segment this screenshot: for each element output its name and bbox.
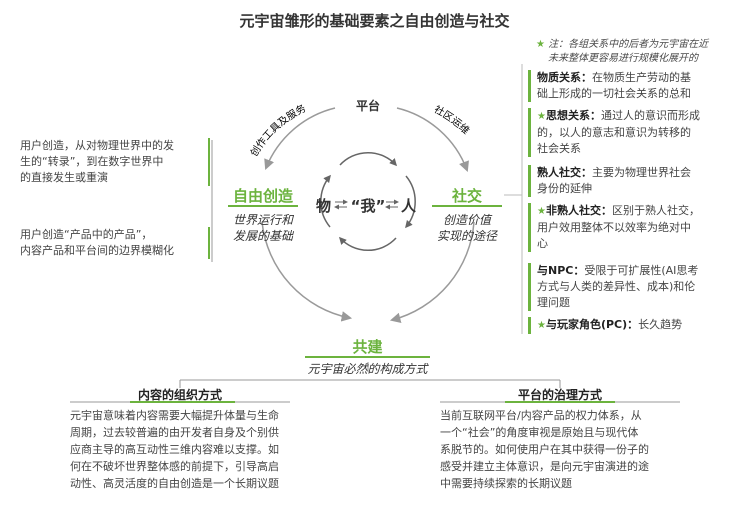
center-ren: 人 — [401, 197, 417, 215]
relation-item: 物质关系：在物质生产劳动的基 础上形成的一切社会关系的总和 — [528, 70, 742, 102]
content-org-line: 应商主导的高互动性三维内容难以支撑。如 — [70, 443, 279, 456]
relation-item: ★与玩家角色(PC)：长久趋势 — [528, 317, 742, 334]
platform-gov-line: 一个“社会”的角度审视是原始且与现代体 — [440, 426, 639, 439]
center-wo: “我” — [350, 197, 386, 215]
right-node-sub-1: 创造价值 — [442, 213, 491, 227]
left-node-sub-1: 世界运行和 — [232, 213, 293, 227]
top-node-platform: 平台 — [355, 99, 380, 113]
platform-gov-title: 平台的治理方式 — [517, 388, 602, 402]
platform-gov-line: 当前互联网平台/内容产品的权力体系，从 — [440, 409, 642, 422]
arc-bottom-left — [261, 221, 353, 322]
arc-top-right — [396, 107, 469, 172]
relation-term: 非熟人社交： — [545, 204, 612, 217]
relation-text: 在物质生产劳动的基 — [592, 71, 691, 84]
relation-text: 方式与人类的差异性、成本)和伦 — [537, 280, 696, 293]
inner-arc-left — [320, 174, 331, 228]
arc-bottom-right — [389, 221, 475, 323]
note: ★ 注：各组关系中的后者为元宇宙在近 未来整体更容易进行规模化展开的 — [536, 38, 741, 66]
left-node-sub: 世界运行和 发展的基础 — [222, 212, 304, 244]
note-line-2: 未来整体更容易进行规模化展开的 — [548, 53, 698, 64]
relation-text: 用户效用整体不以效率为绝对中 — [537, 221, 691, 234]
relation-text: 主要为物理世界社会 — [592, 166, 691, 179]
bottom-node-title: 共建 — [352, 338, 383, 356]
relation-text: 通过人的意识而形成 — [600, 109, 700, 122]
relation-text: 身份的延伸 — [537, 182, 592, 195]
relation-text: 受限于可扩展性(AI思考 — [584, 264, 699, 277]
relation-text: 社会关系 — [537, 142, 581, 155]
content-org-title: 内容的组织方式 — [137, 388, 222, 402]
left-note-1-line: 生的“转录”，到在数字世界中 — [20, 155, 164, 168]
star-icon: ★ — [536, 39, 545, 50]
relation-term: 与NPC： — [537, 264, 585, 277]
bottom-node-sub: 元宇宙必然的构成方式 — [307, 362, 428, 376]
right-group-1: 物质关系：在物质生产劳动的基 础上形成的一切社会关系的总和 ★思想关系：通过人的… — [528, 70, 742, 157]
arc-top-left — [264, 107, 336, 170]
note-line-1: 注：各组关系中的后者为元宇宙在近 — [548, 39, 709, 50]
relation-item: 与NPC：受限于可扩展性(AI思考 方式与人类的差异性、成本)和伦 理问题 — [528, 263, 742, 311]
star-icon: ★ — [537, 206, 546, 217]
left-note-2: 用户创造“产品中的产品”， 内容产品和平台间的边界模糊化 — [20, 227, 210, 259]
platform-gov-line: 系脱节的。如何使用户在其中获得一份子的 — [440, 443, 649, 456]
right-group-2: 熟人社交：主要为物理世界社会 身份的延伸 ★非熟人社交：区别于熟人社交， 用户效… — [528, 165, 742, 252]
relation-text: 础上形成的一切社会关系的总和 — [537, 87, 691, 100]
relation-term: 熟人社交： — [537, 166, 592, 179]
inner-arc-top — [339, 152, 398, 167]
content-org-line: 周期，过去较普遍的由开发者自身及个别供 — [70, 426, 279, 439]
inner-arc-bottom — [338, 236, 397, 251]
relation-text: 长久趋势 — [638, 318, 683, 331]
star-icon: ★ — [537, 111, 546, 122]
relation-item: ★非熟人社交：区别于熟人社交， 用户效用整体不以效率为绝对中 心 — [528, 203, 742, 252]
relation-text: 心 — [537, 237, 548, 250]
right-group-3: 与NPC：受限于可扩展性(AI思考 方式与人类的差异性、成本)和伦 理问题 ★与… — [528, 263, 742, 334]
content-org-line: 动性、高灵活度的自由创造是一个长期议题 — [70, 477, 279, 490]
left-note-2-line: 用户创造“产品中的产品”， — [20, 228, 153, 241]
left-note-1-line: 用户创造，从对物理世界中的发 — [20, 139, 174, 152]
star-icon: ★ — [537, 320, 546, 331]
content-org-line: 元宇宙意味着内容需要大幅提升体量与生命 — [70, 409, 279, 422]
left-node-title: 自由创造 — [232, 187, 293, 205]
left-note-2-line: 内容产品和平台间的边界模糊化 — [20, 244, 174, 257]
platform-gov-line: 感受并建立主体意识，是向元宇宙演进的途 — [440, 460, 649, 473]
relation-term: 物质关系： — [537, 71, 592, 84]
right-node-title: 社交 — [451, 187, 482, 205]
relation-item: 熟人社交：主要为物理世界社会 身份的延伸 — [528, 165, 742, 197]
left-node-sub-2: 发展的基础 — [232, 229, 293, 243]
content-org-line: 何在不破坏世界整体感的前提下，引导高启 — [70, 460, 279, 473]
relation-term: 思想关系： — [545, 109, 601, 122]
relation-text: 的，以人的意志和意识为转移的 — [537, 126, 691, 139]
relation-item: ★思想关系：通过人的意识而形成 的，以人的意志和意识为转移的 社会关系 — [528, 108, 742, 157]
right-node-sub: 创造价值 实现的途径 — [426, 212, 508, 244]
left-note-1: 用户创造，从对物理世界中的发 生的“转录”，到在数字世界中 的直接发生或重演 — [20, 138, 210, 186]
center-wu: 物 — [316, 197, 332, 215]
inner-arc-right — [405, 175, 416, 229]
right-node-sub-2: 实现的途径 — [436, 229, 497, 243]
left-note-1-line: 的直接发生或重演 — [20, 171, 108, 184]
arc-left-label: 创作工具及服务 — [247, 102, 308, 159]
platform-gov-text: 当前互联网平台/内容产品的权力体系，从 一个“社会”的角度审视是原始且与现代体 … — [440, 407, 680, 492]
relation-term: 与玩家角色(PC)： — [545, 318, 639, 331]
arc-right-label: 社区运维 — [432, 103, 473, 137]
relation-text: 理问题 — [537, 296, 570, 309]
content-org-text: 元宇宙意味着内容需要大幅提升体量与生命 周期，过去较普遍的由开发者自身及个别供 … — [70, 407, 310, 492]
relation-text: 区别于熟人社交， — [611, 204, 700, 217]
platform-gov-line: 中需要持续探索的长期议题 — [440, 477, 572, 490]
page-title: 元宇宙雏形的基础要素之自由创造与社交 — [239, 12, 510, 30]
